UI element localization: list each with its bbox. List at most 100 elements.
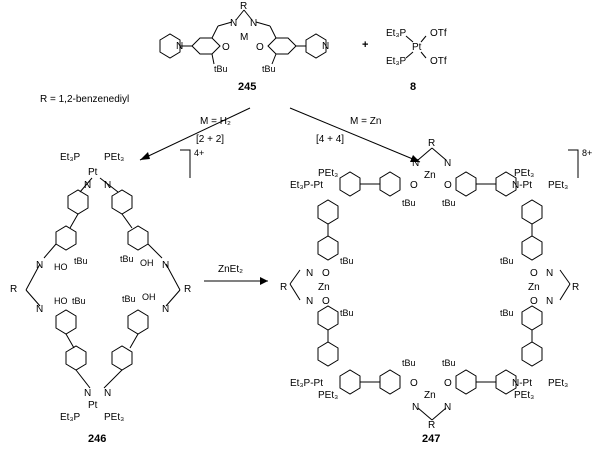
o-247-right-bottom: O [530,296,538,307]
tbu-247-bottom-right: tBu [442,358,456,368]
right-stoich: [4 + 4] [316,134,344,145]
r-246-left: R [10,284,17,295]
et3p-pt-247-bl: Et₃P-Pt [290,378,323,389]
et3p-label-8-bottom: Et₃P [386,56,407,67]
plus-sign: + [362,39,368,51]
tbu-247-left-bottom: tBu [340,308,354,318]
o-247-top-left: O [410,180,418,191]
arrow-right-to-247 [289,107,421,163]
r-246-right: R [184,284,191,295]
r-definition: R = 1,2-benzenediyl [40,94,129,105]
o-247-bottom-left: O [410,378,418,389]
n-247-left-top: N [306,268,313,279]
compound-247-structure [289,147,571,421]
m-label-245: M [240,32,248,43]
bracket-247 [568,149,579,178]
r-247-left: R [280,282,287,293]
ho-246-bottom: HO [54,296,68,306]
pet3-247-tr-side: PEt₃ [548,180,568,191]
tbu-label-245-left: tBu [214,64,228,74]
et3p-246-bottom: Et₃P [60,412,81,423]
n-label-245-pyr-right: N [322,41,329,52]
o-247-left-top: O [322,268,330,279]
et3p-pt-247-tl: Et₃P-Pt [290,180,323,191]
r-247-right: R [572,282,579,293]
pet3-246-top: PEt₃ [104,152,124,163]
n-pt-247-br: N-Pt [512,378,532,389]
tbu-246-bottom-left: tBu [72,296,86,306]
tbu-247-top-left: tBu [402,198,416,208]
n-246-top-right: N [104,180,111,191]
compound-246-label: 246 [88,433,106,445]
et3p-label-8-top: Et₃P [386,28,407,39]
n-247-top-left: N [412,158,419,169]
pet3-247-br-side: PEt₃ [548,378,568,389]
compound-246-structure [25,177,181,389]
left-stoich: [2 + 2] [196,134,224,145]
compound-247-label: 247 [422,433,440,445]
n-247-bottom-left: N [412,402,419,413]
et3p-246-top: Et₃P [60,152,81,163]
n-label-245-pyr-left: N [176,41,183,52]
compound-8-label: 8 [410,81,416,93]
n-247-right-top: N [546,268,553,279]
tbu-246-bottom-right: tBu [122,294,136,304]
n-label-245-left: N [230,18,237,29]
charge-246: 4+ [194,148,204,158]
pet3-247-bl: PEt₃ [318,390,338,401]
tbu-247-left-top: tBu [340,256,354,266]
n-label-245-right: N [250,18,257,29]
o-247-right-top: O [530,268,538,279]
tbu-label-245-right: tBu [262,64,276,74]
tbu-247-bottom-left: tBu [402,358,416,368]
n-247-right-bottom: N [546,296,553,307]
left-condition: M = H₂ [200,116,231,127]
otf-label-8-top: OTf [430,28,447,39]
zn-247-bottom: Zn [424,390,436,401]
r-label-245: R [240,1,247,12]
tbu-247-top-right: tBu [442,198,456,208]
charge-247: 8+ [582,148,592,158]
pet3-247-br-bottom: PEt₃ [514,390,534,401]
middle-reagent: ZnEt₂ [218,264,243,275]
oh-246-bottom: OH [142,292,156,302]
pet3-246-bottom: PEt₃ [104,412,124,423]
tbu-247-right-top: tBu [500,256,514,266]
o-247-left-bottom: O [322,296,330,307]
n-246-side-right-bottom: N [162,304,169,315]
oh-246-top: OH [140,258,154,268]
o-247-bottom-right: O [444,378,452,389]
tbu-246-top-left: tBu [74,256,88,266]
o-label-245-right: O [256,42,264,53]
n-247-left-bottom: N [306,296,313,307]
pt-246-top: Pt [88,167,98,178]
n-pt-247-tr: N-Pt [512,180,532,191]
r-247-top: R [428,138,435,149]
n-246-side-left-bottom: N [36,304,43,315]
ho-246-top: HO [54,262,68,272]
compound-8-bonds [405,35,427,59]
right-condition: M = Zn [350,116,381,127]
bracket-246 [180,149,191,178]
r-247-bottom: R [428,420,435,431]
o-247-top-right: O [444,180,452,191]
compound-245-label: 245 [238,81,256,93]
pet3-247-tr-top: PEt₃ [514,168,534,179]
compound-245-structure [159,9,327,65]
zn-247-left: Zn [318,282,330,293]
zn-247-top: Zn [424,170,436,181]
o-label-245-left: O [222,42,230,53]
n-246-side-right-top: N [162,260,169,271]
n-246-bottom-right: N [104,388,111,399]
n-247-bottom-right: N [444,402,451,413]
zn-247-right: Zn [528,282,540,293]
pt-246-bottom: Pt [88,400,98,411]
pt-label-8: Pt [412,42,422,53]
tbu-246-top-right: tBu [120,254,134,264]
otf-label-8-bottom: OTf [430,56,447,67]
arrow-246-to-247 [204,277,268,285]
n-247-top-right: N [444,158,451,169]
n-246-bottom-left: N [84,388,91,399]
n-246-side-left-top: N [36,260,43,271]
